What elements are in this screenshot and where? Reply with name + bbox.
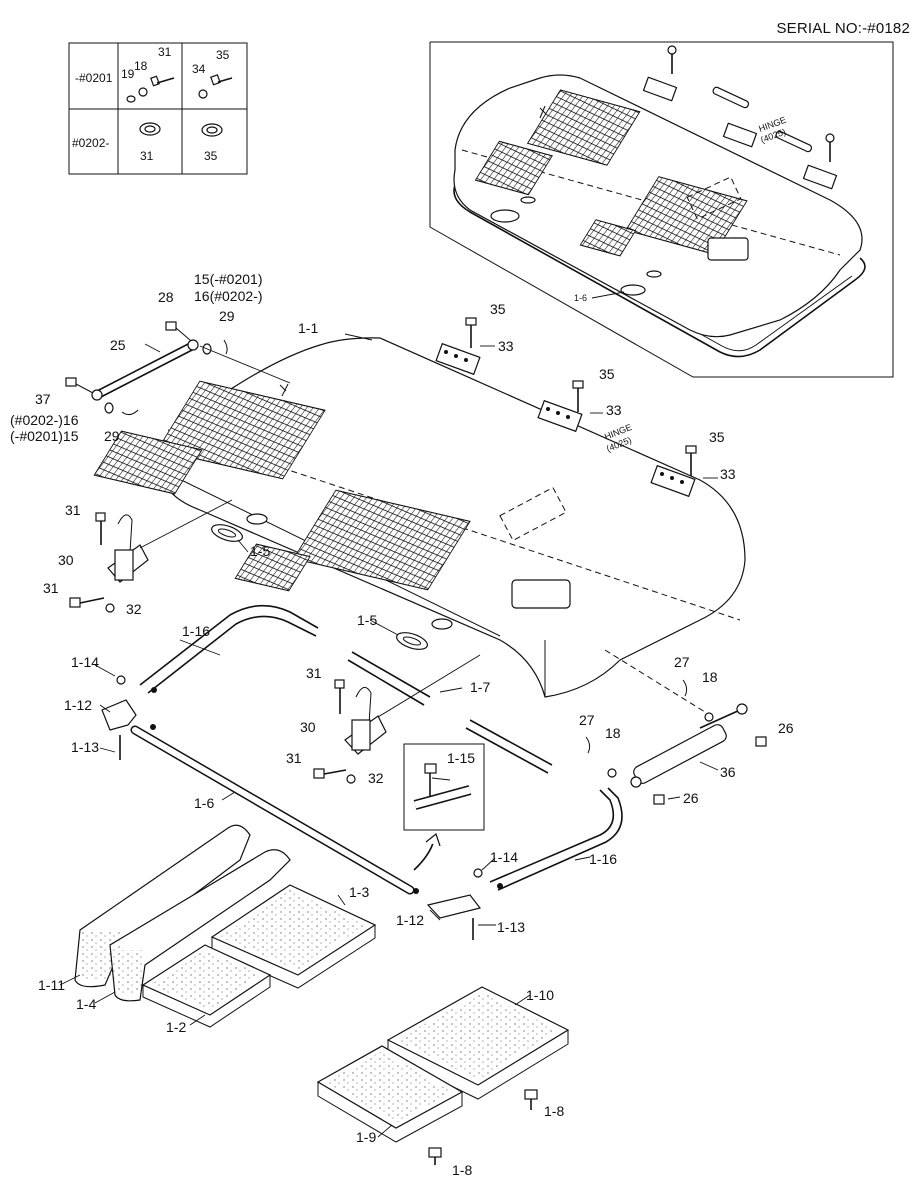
table-row2-label: #0202- (72, 136, 109, 150)
label-33-a: 33 (498, 338, 514, 354)
pad-1-3 (210, 884, 377, 989)
label-1-12-a: 1-12 (64, 697, 92, 713)
label-1-14-a: 1-14 (71, 654, 99, 670)
label-31-b: 31 (43, 580, 59, 596)
inset-hinge-icons (642, 45, 838, 190)
clamp-icons (101, 675, 483, 940)
label-18-b: 18 (605, 725, 621, 741)
label-27-b: 27 (579, 712, 595, 728)
label-36: 36 (720, 764, 736, 780)
label-1-3: 1-3 (349, 884, 369, 900)
label-1-13-b: 1-13 (497, 919, 525, 935)
pad-1-2 (141, 944, 272, 1028)
label-37: 37 (35, 391, 51, 407)
label-32-b: 32 (368, 770, 384, 786)
table-c2r2-35: 35 (204, 149, 218, 163)
main-cover (93, 337, 746, 698)
label-26-a: 26 (778, 720, 794, 736)
label-1-5-a: 1-5 (250, 543, 270, 559)
label-35-a: 35 (490, 301, 506, 317)
label-30-b: 30 (300, 719, 316, 735)
table-c1r1-19: 19 (121, 67, 135, 81)
label-26-b: 26 (683, 790, 699, 806)
label-33-c: 33 (720, 466, 736, 482)
label-1-14-b: 1-14 (490, 849, 518, 865)
label-29-upper: 29 (219, 308, 235, 324)
label-28: 28 (158, 289, 174, 305)
label-1-15: 1-15 (447, 750, 475, 766)
variant-table: -#0201 #0202- 31 19 18 35 34 31 35 (68, 42, 248, 175)
pipe-1-7 (347, 651, 553, 774)
label-1-16-a: 1-16 (182, 623, 210, 639)
lock-assembly-left (69, 499, 233, 613)
label-15-upper: 15(-#0201) (194, 271, 263, 287)
side-panels (74, 824, 291, 1002)
gas-spring-36 (585, 649, 767, 805)
label-1-1: 1-1 (298, 320, 318, 336)
label-30-a: 30 (58, 552, 74, 568)
table-c2r1-35: 35 (216, 48, 230, 62)
seal-rail-1-6 (130, 724, 419, 895)
handle-icons (211, 524, 428, 650)
bolt-set-icon (126, 74, 233, 103)
label-35-b: 35 (599, 366, 615, 382)
bolt-icons (465, 317, 697, 476)
label-18-a: 18 (702, 669, 718, 685)
hinge-icons (435, 342, 696, 498)
label-1-8-a: 1-8 (544, 1103, 564, 1119)
label-1-5-b: 1-5 (357, 612, 377, 628)
label-1-4: 1-4 (76, 996, 96, 1012)
pad-1-9 (316, 1045, 464, 1165)
detail-callout (403, 743, 485, 871)
inset-panel: HINGE (4025) 1-6 (429, 41, 894, 378)
pipe-1-16-right (489, 787, 623, 891)
label-31-c: 31 (306, 665, 322, 681)
table-row1-label: -#0201 (75, 71, 113, 85)
label-31-d: 31 (286, 750, 302, 766)
label-16-upper: 16(#0202-) (194, 288, 263, 304)
label-1-7: 1-7 (470, 679, 490, 695)
label-31-a: 31 (65, 502, 81, 518)
lock-assembly-center (313, 654, 481, 784)
label-1-11: 1-11 (38, 977, 65, 993)
label-29-lower: 29 (104, 428, 120, 444)
label-1-12-b: 1-12 (396, 912, 424, 928)
table-c1r1-31: 31 (158, 45, 172, 59)
stay-rod-25 (65, 321, 291, 416)
pipe-1-16-left (139, 604, 319, 694)
table-c1r1-18: 18 (134, 59, 148, 73)
table-c1r2-31: 31 (140, 149, 154, 163)
label-33-b: 33 (606, 402, 622, 418)
label-1-9: 1-9 (356, 1129, 376, 1145)
label-27-a: 27 (674, 654, 690, 670)
label-1-6: 1-6 (194, 795, 214, 811)
serial-number: SERIAL NO:-#0182 (776, 20, 910, 37)
leader-lines (59, 333, 719, 1138)
bolt-washer-icon (139, 122, 223, 137)
label-1-2: 1-2 (166, 1019, 186, 1035)
label-1-8-b: 1-8 (452, 1162, 472, 1178)
label-1-10: 1-10 (526, 987, 554, 1003)
label-1-13-a: 1-13 (71, 739, 99, 755)
table-c2r1-34: 34 (192, 62, 206, 76)
label-1-16-b: 1-16 (589, 851, 617, 867)
label-32-a: 32 (126, 601, 142, 617)
label-25: 25 (110, 337, 126, 353)
label-35-c: 35 (709, 429, 725, 445)
inset-label-1-6: 1-6 (574, 293, 587, 303)
label-16-lower: (#0202-)16 (10, 412, 79, 428)
label-15-lower: (-#0201)15 (10, 428, 79, 444)
